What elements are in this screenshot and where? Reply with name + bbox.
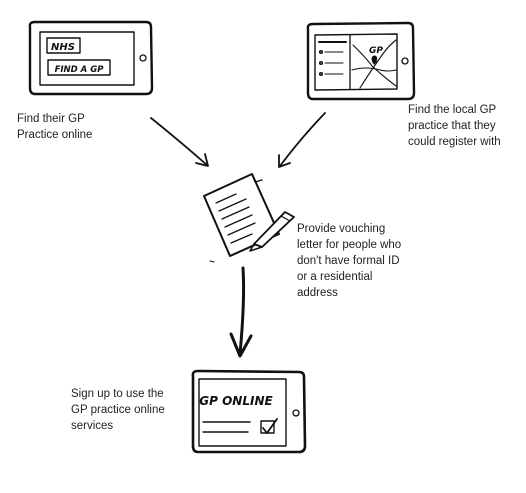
arrow-to-sign-up	[229, 266, 253, 358]
caption-vouching-letter: Provide vouching letter for people who d…	[297, 223, 402, 299]
tablet-map-gp-label: GP	[369, 46, 383, 56]
tablet-nhs-label: NHS	[51, 42, 75, 53]
caption-sign-up: Sign up to use the GP practice online se…	[71, 388, 165, 432]
tablet-map	[306, 21, 416, 101]
caption-find-gp-online: Find their GP Practice online	[17, 113, 93, 141]
tablet-gp-online-label: GP ONLINE	[199, 394, 273, 408]
tablet-find-a-gp-label: FIND A GP	[55, 65, 105, 75]
tablet-find-gp	[28, 20, 154, 96]
caption-find-local-gp: Find the local GP practice that they cou…	[408, 104, 501, 148]
arrows-to-letter	[150, 112, 326, 168]
vouching-letter-icon	[203, 173, 295, 263]
tablet-gp-online	[191, 369, 307, 454]
